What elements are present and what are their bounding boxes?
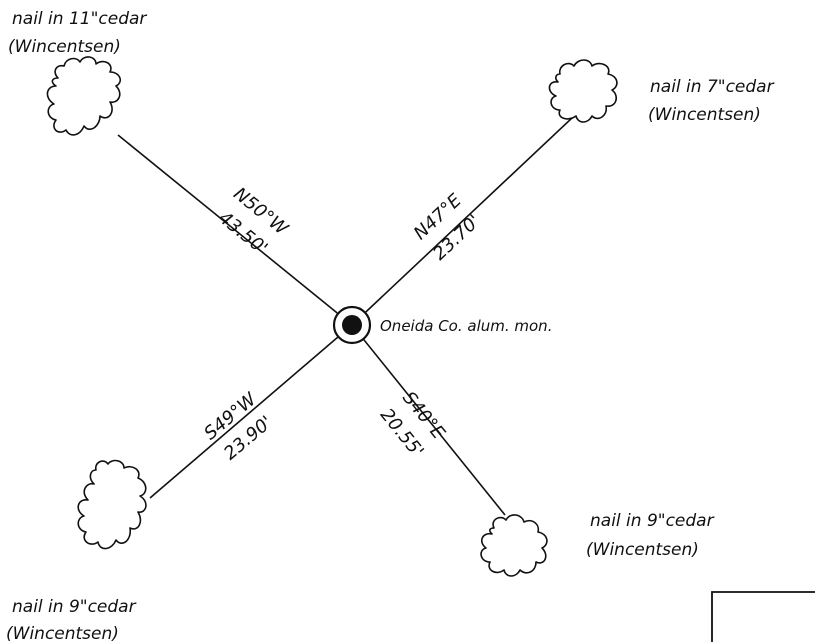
tree-se-label-1: nail in 9"cedar [590,511,715,531]
tie-line-ne [351,117,573,326]
tree-se-icon [480,514,548,577]
tie-line-se [351,324,506,516]
tree-ne-label-2: (Wincentsen) [648,105,761,125]
tree-ne-label-1: nail in 7"cedar [650,77,775,97]
tree-sw-label-1: nail in 9"cedar [12,597,137,617]
tie-line-nw [117,134,353,326]
tree-nw-label-1: nail in 11"cedar [12,9,147,29]
tree-nw-label-2: (Wincentsen) [8,37,121,57]
tree-se-label-2: (Wincentsen) [586,540,699,560]
monument-circle-icon [332,305,372,345]
monument-label: Oneida Co. alum. mon. [380,317,552,335]
tree-ne-icon [548,59,618,123]
border-corner [711,591,815,642]
tree-nw-icon [46,56,122,136]
tree-sw-label-2: (Wincentsen) [6,624,119,642]
tree-sw-icon [77,459,147,550]
tie-line-sw [149,324,353,499]
